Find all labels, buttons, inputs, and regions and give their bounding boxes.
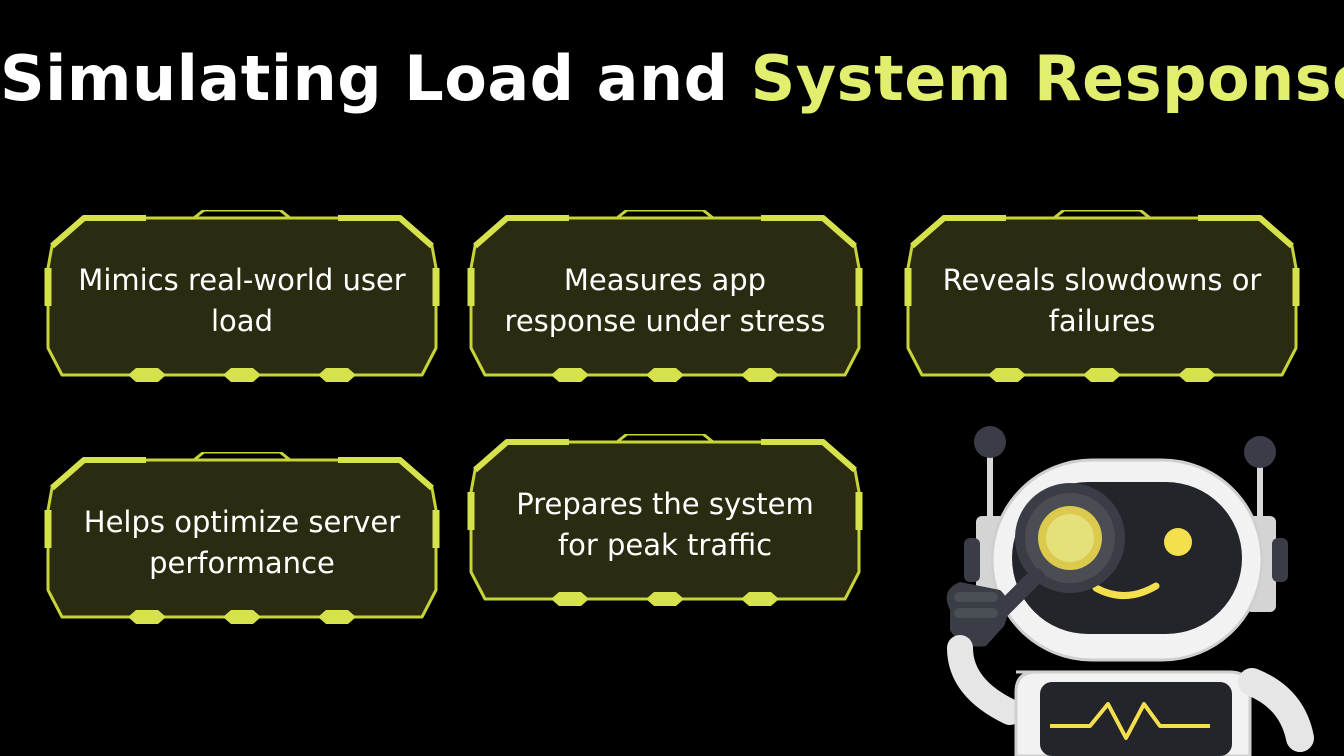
card-reveals-slowdowns: Reveals slowdowns or failures <box>904 210 1300 386</box>
card-label: Mimics real-world user load <box>78 263 406 338</box>
page-title: Simulating Load and System Response <box>0 42 1344 115</box>
card-label: Reveals slowdowns or failures <box>942 263 1262 338</box>
card-label: Helps optimize server performance <box>83 505 401 580</box>
card-label: Measures app response under stress <box>504 263 826 338</box>
card-measures-response: Measures app response under stress <box>467 210 863 386</box>
robot-with-magnifying-glass-icon <box>946 426 1314 756</box>
card-label: Prepares the system for peak traffic <box>516 487 814 562</box>
card-mimics-load: Mimics real-world user load <box>44 210 440 386</box>
card-peak-traffic: Prepares the system for peak traffic <box>467 434 863 610</box>
title-plain: Simulating Load and <box>0 42 729 115</box>
card-optimize-server: Helps optimize server performance <box>44 452 440 628</box>
title-accent: System Response <box>750 42 1344 115</box>
